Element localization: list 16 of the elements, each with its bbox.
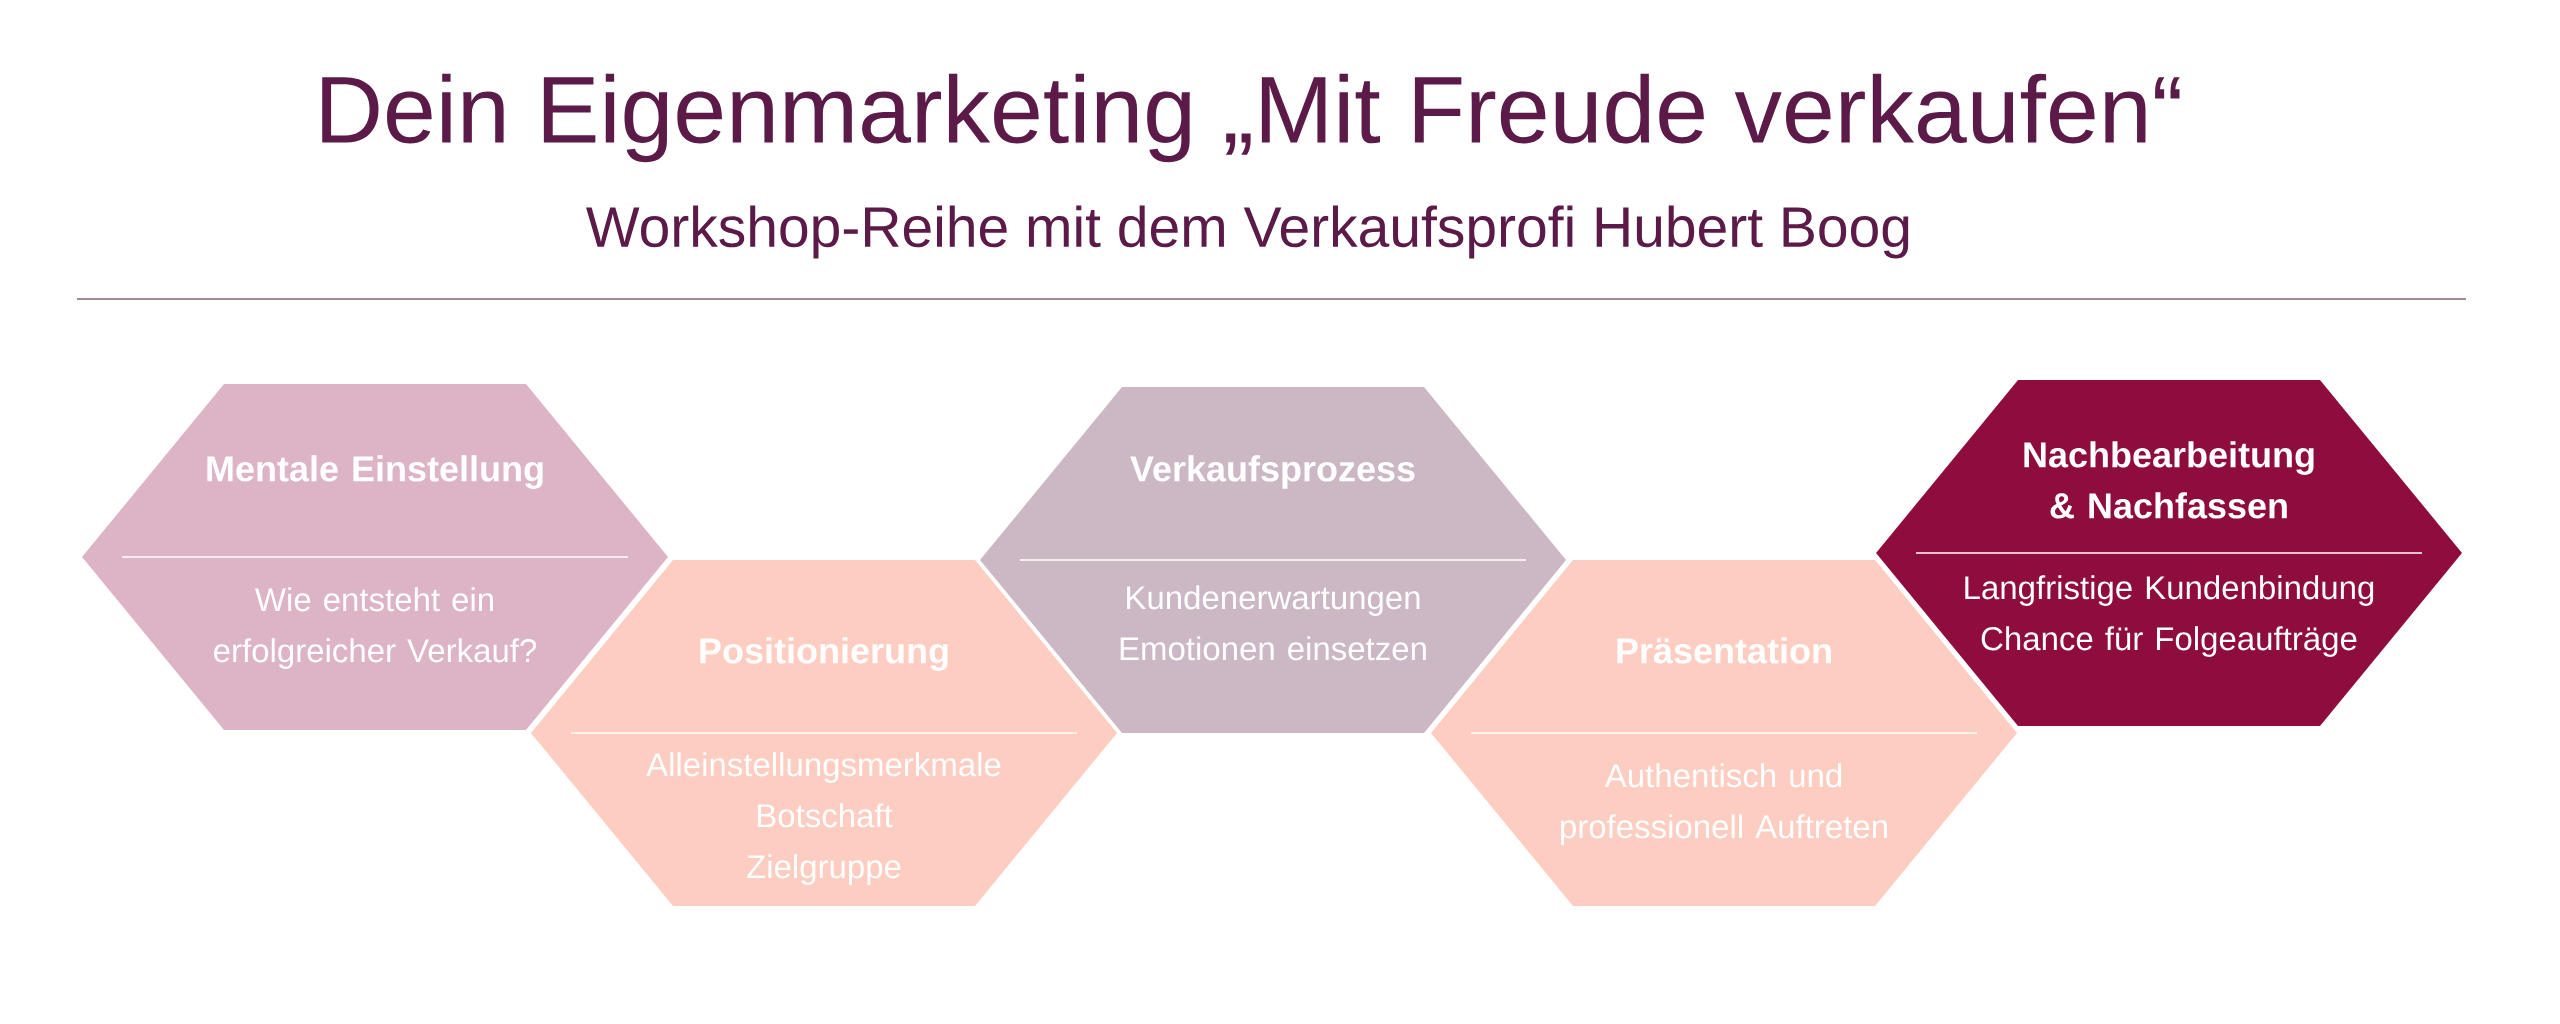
hexagon-title: Positionierung [700, 637, 948, 671]
hexagon-text: Zielgruppe [747, 854, 901, 885]
hexagon-title: Verkaufsprozess [1130, 455, 1415, 489]
hexagon-text: Chance für Folgeaufträge [1981, 626, 2357, 657]
hexagon-text: Kundenerwartungen [1127, 585, 1420, 616]
hexagon-text: Langfristige Kundenbindung [1965, 575, 2374, 606]
hexagon-title: Präsentation [1617, 637, 1831, 664]
hexagon-text: Wie entsteht ein erfolgreicher Verkauf? [214, 587, 537, 669]
hexagon-text: Emotionen einsetzen [1120, 636, 1426, 661]
hexagon-text: Alleinstellungsmerkmale [646, 752, 1001, 783]
hexagon-title: Mentale Einstellung [207, 455, 543, 489]
hexagon-title: Nachbearbeitung & Nachfassen [2024, 441, 2314, 519]
subtitle: Workshop-Reihe mit dem Verkaufsprofi Hubert Boog [586, 205, 1909, 259]
title: Dein Eigenmarketing „Mit Freude verkaufen“ [322, 73, 2180, 163]
hexagon-text: Botschaft [757, 803, 893, 828]
hexagon-text: Authentisch und professionell Auftreten [1561, 763, 1887, 845]
